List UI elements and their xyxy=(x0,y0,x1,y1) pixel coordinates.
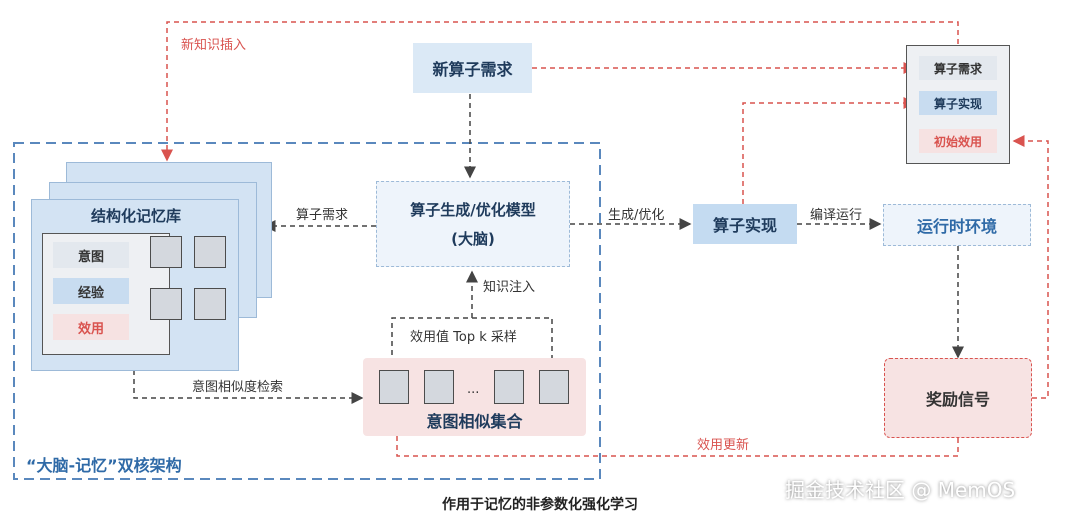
memory-slot xyxy=(194,288,226,320)
reward-signal-node: 奖励信号 xyxy=(884,358,1032,438)
intent-search-arrow xyxy=(133,370,364,404)
memory-record: 意图 经验 效用 xyxy=(42,233,170,355)
panel-item-impl: 算子实现 xyxy=(919,91,997,115)
intent-slot xyxy=(424,370,454,404)
memory-item-experience: 经验 xyxy=(53,278,129,304)
figure-caption: 作用于记忆的非参数化强化学习 xyxy=(442,497,638,513)
dual-core-frame xyxy=(13,142,601,480)
generate-optimize-label: 生成/优化 xyxy=(608,208,665,223)
knowledge-insert-label: 新知识插入 xyxy=(181,38,247,53)
new-operator-request-node: 新算子需求 xyxy=(413,43,532,93)
panel-item-utility: 初始效用 xyxy=(919,129,997,153)
model-brain-node: 算子生成/优化模型 (大脑) xyxy=(376,181,570,267)
reward-to-panel-arrow xyxy=(1012,135,1049,399)
watermark: 掘金技术社区 @ MemOS xyxy=(785,478,1016,502)
impl-to-panel-arrow xyxy=(742,97,916,204)
architecture-label: “大脑-记忆”双核架构 xyxy=(26,456,182,475)
utility-update-label: 效用更新 xyxy=(697,438,750,453)
intent-slot xyxy=(379,370,409,404)
memory-slot xyxy=(194,236,226,268)
compile-run-label: 编译运行 xyxy=(810,208,863,223)
memory-store-node: 结构化记忆库 意图 经验 效用 xyxy=(31,199,239,371)
intent-slot xyxy=(494,370,524,404)
memory-item-intent: 意图 xyxy=(53,242,129,268)
ellipsis-text: ... xyxy=(467,382,480,397)
operator-impl-node: 算子实现 xyxy=(693,204,797,244)
model-title: 算子生成/优化模型 xyxy=(410,201,536,219)
utility-update-arrow xyxy=(391,408,959,457)
sampling-label: 效用值 Top k 采样 xyxy=(410,330,517,345)
memory-title: 结构化记忆库 xyxy=(90,207,181,225)
memory-slot xyxy=(150,236,182,268)
memory-item-utility: 效用 xyxy=(53,314,129,340)
new-memory-panel: 算子需求 算子实现 初始效用 xyxy=(906,45,1010,164)
memory-slot xyxy=(150,288,182,320)
intent-search-label: 意图相似度检索 xyxy=(192,380,284,395)
operator-request-label: 算子需求 xyxy=(296,208,349,223)
knowledge-insert-arrow xyxy=(161,21,959,162)
runtime-env-node: 运行时环境 xyxy=(883,204,1031,246)
intent-slot xyxy=(539,370,569,404)
panel-item-request: 算子需求 xyxy=(919,56,997,80)
intent-set-node: ... 意图相似集合 xyxy=(363,358,586,436)
model-subtitle: (大脑) xyxy=(451,230,495,248)
intent-set-title: 意图相似集合 xyxy=(426,412,523,431)
knowledge-inject-label: 知识注入 xyxy=(483,280,536,295)
